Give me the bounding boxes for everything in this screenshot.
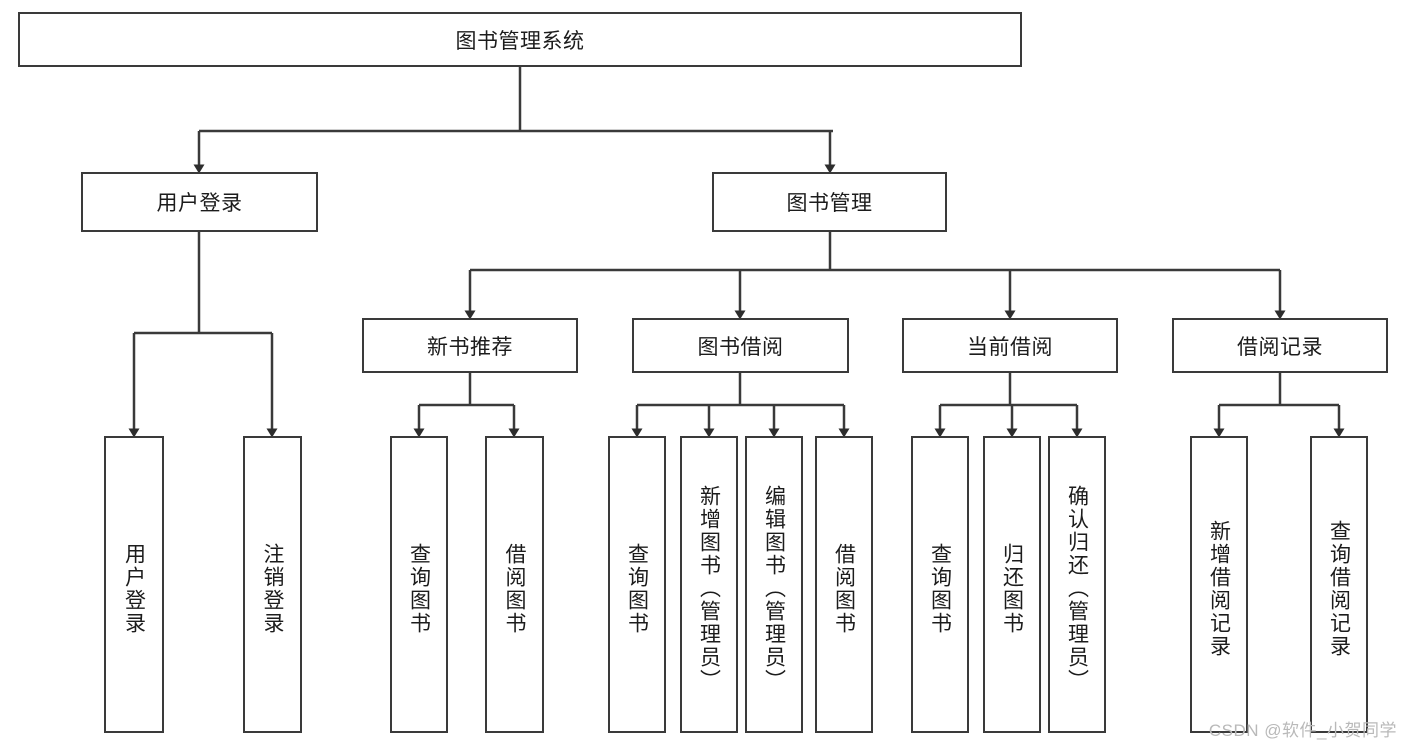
node-leaf-query-book-recommend-label: 查询图书	[407, 542, 431, 635]
node-borrow-record-label: 借阅记录	[1237, 335, 1323, 359]
node-current-borrow[interactable]: 当前借阅	[902, 318, 1118, 373]
node-user-login-label: 用户登录	[156, 192, 243, 215]
node-leaf-add-borrow-record-label: 新增借阅记录	[1207, 519, 1231, 658]
node-leaf-add-book-admin-label: 新增图书（管理员）	[697, 485, 721, 692]
node-leaf-query-book-borrow-label: 查询图书	[625, 542, 649, 635]
node-leaf-query-borrow-record-label: 查询借阅记录	[1327, 519, 1351, 658]
node-leaf-borrow-book-recommend[interactable]: 借阅图书	[485, 436, 544, 733]
csdn-watermark: CSDN @软件_小贺同学	[1208, 721, 1397, 740]
node-leaf-borrow-book-recommend-label: 借阅图书	[503, 542, 526, 635]
node-leaf-logout-label: 注销登录	[261, 542, 284, 635]
node-leaf-borrow-book-label: 借阅图书	[832, 542, 856, 635]
node-leaf-return-book-label: 归还图书	[1000, 542, 1024, 635]
node-leaf-logout[interactable]: 注销登录	[243, 436, 302, 733]
node-leaf-user-login[interactable]: 用户登录	[104, 436, 164, 733]
node-leaf-query-borrow-record[interactable]: 查询借阅记录	[1310, 436, 1368, 733]
node-leaf-borrow-book[interactable]: 借阅图书	[815, 436, 873, 733]
node-leaf-add-book-admin[interactable]: 新增图书（管理员）	[680, 436, 738, 733]
node-book-management-label: 图书管理	[786, 192, 873, 215]
node-user-login[interactable]: 用户登录	[81, 172, 318, 232]
node-book-borrow[interactable]: 图书借阅	[632, 318, 849, 373]
node-leaf-edit-book-admin-label: 编辑图书（管理员）	[762, 485, 786, 692]
node-leaf-query-book-current[interactable]: 查询图书	[911, 436, 969, 733]
node-leaf-confirm-return-admin-label: 确认归还（管理员）	[1065, 485, 1089, 692]
node-borrow-record[interactable]: 借阅记录	[1172, 318, 1388, 373]
node-leaf-add-borrow-record[interactable]: 新增借阅记录	[1190, 436, 1248, 733]
node-book-borrow-label: 图书借阅	[697, 335, 784, 359]
node-leaf-user-login-label: 用户登录	[122, 542, 146, 635]
node-leaf-query-book-recommend[interactable]: 查询图书	[390, 436, 448, 733]
node-root-label: 图书管理系统	[455, 29, 585, 53]
node-root[interactable]: 图书管理系统	[18, 12, 1022, 67]
node-book-management[interactable]: 图书管理	[712, 172, 947, 232]
node-leaf-query-book-borrow[interactable]: 查询图书	[608, 436, 666, 733]
node-leaf-query-book-current-label: 查询图书	[928, 542, 952, 635]
node-current-borrow-label: 当前借阅	[967, 335, 1053, 359]
node-new-book-recommend[interactable]: 新书推荐	[362, 318, 578, 373]
node-new-book-recommend-label: 新书推荐	[427, 335, 513, 359]
node-leaf-edit-book-admin[interactable]: 编辑图书（管理员）	[745, 436, 803, 733]
node-leaf-return-book[interactable]: 归还图书	[983, 436, 1041, 733]
node-leaf-confirm-return-admin[interactable]: 确认归还（管理员）	[1048, 436, 1106, 733]
